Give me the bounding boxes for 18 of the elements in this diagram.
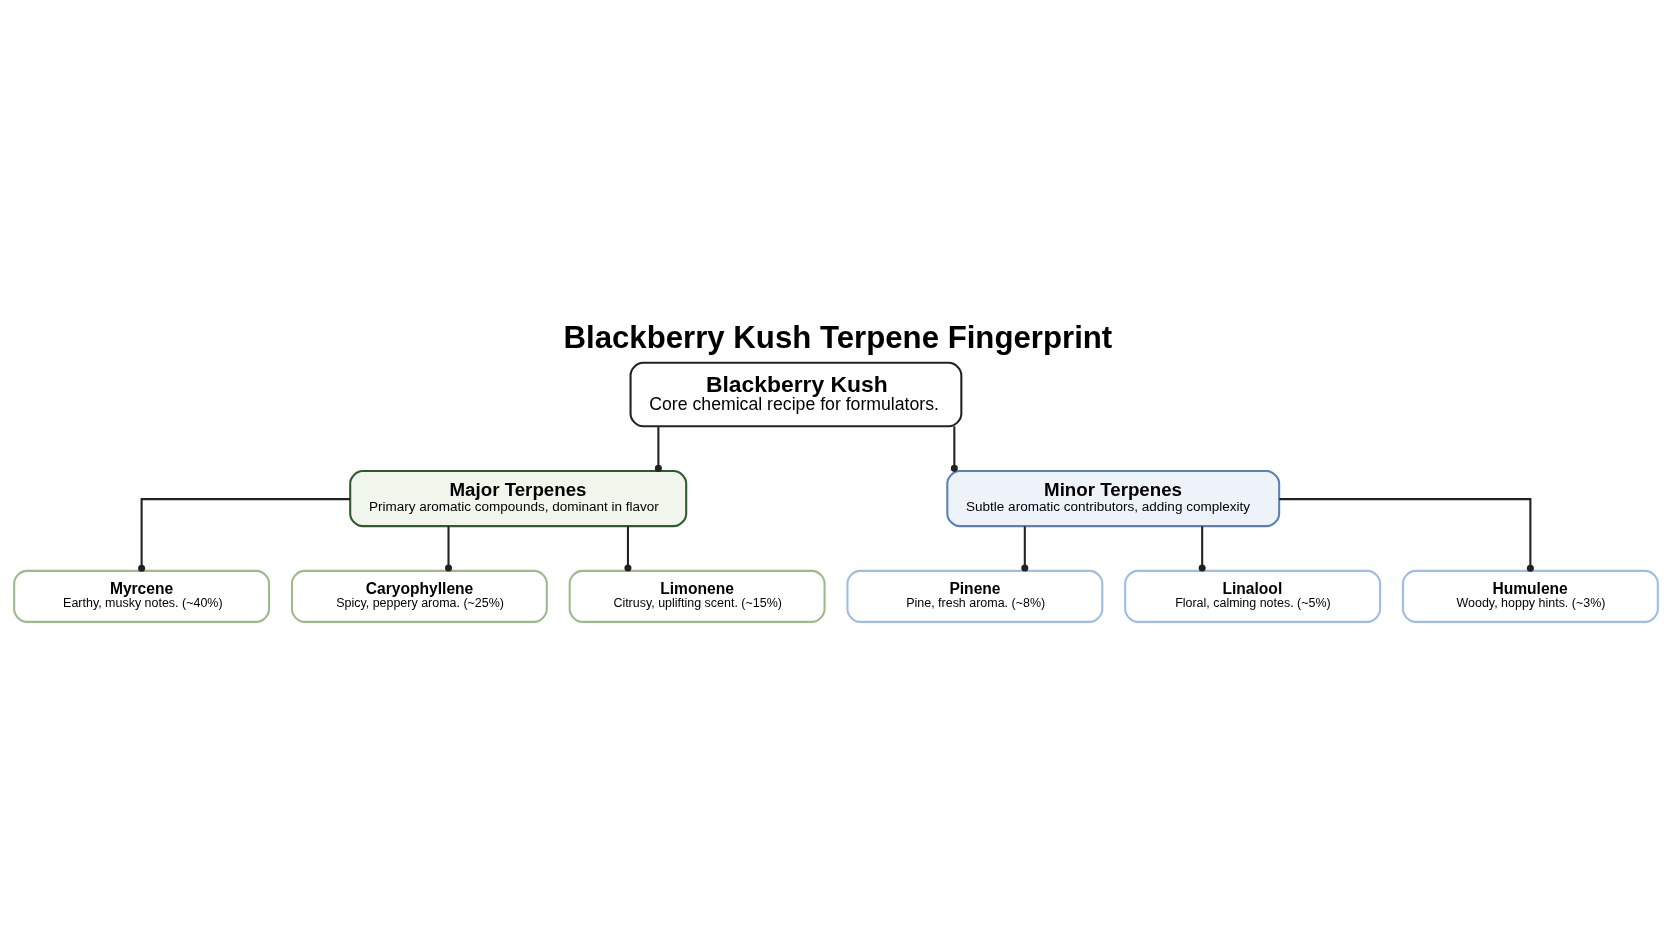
connector: [138, 497, 350, 572]
node-box: Limonene Citrusy, uplifting scent. (~15%): [568, 569, 826, 623]
connector: [444, 525, 453, 572]
node-box: Myrcene Earthy, musky notes. (~40%): [13, 569, 271, 623]
node-box: Pinene Pine, fresh aroma. (~8%): [846, 569, 1104, 623]
node-box: Linalool Floral, calming notes. (~5%): [1124, 569, 1382, 623]
node-box: Minor Terpenes Subtle aromatic contributors, adding complexity: [946, 469, 1281, 527]
node-box: Blackberry Kush Core chemical recipe for formulators.: [629, 361, 963, 427]
diagram-title: Blackberry Kush Terpene Fingerprint: [563, 319, 1113, 355]
connector: [1279, 497, 1534, 572]
connector: [1021, 525, 1029, 572]
node-box: Caryophyllene Spicy, peppery aroma. (~25%): [290, 569, 548, 623]
connector: [624, 525, 632, 572]
connector: [1198, 525, 1206, 572]
connector: [950, 425, 958, 472]
node-box: Humulene Woody, hoppy hints. (~3%): [1401, 569, 1659, 623]
connector: [654, 425, 662, 472]
node-box: Major Terpenes Primary aromatic compounds, dominant in flavor: [349, 469, 688, 527]
